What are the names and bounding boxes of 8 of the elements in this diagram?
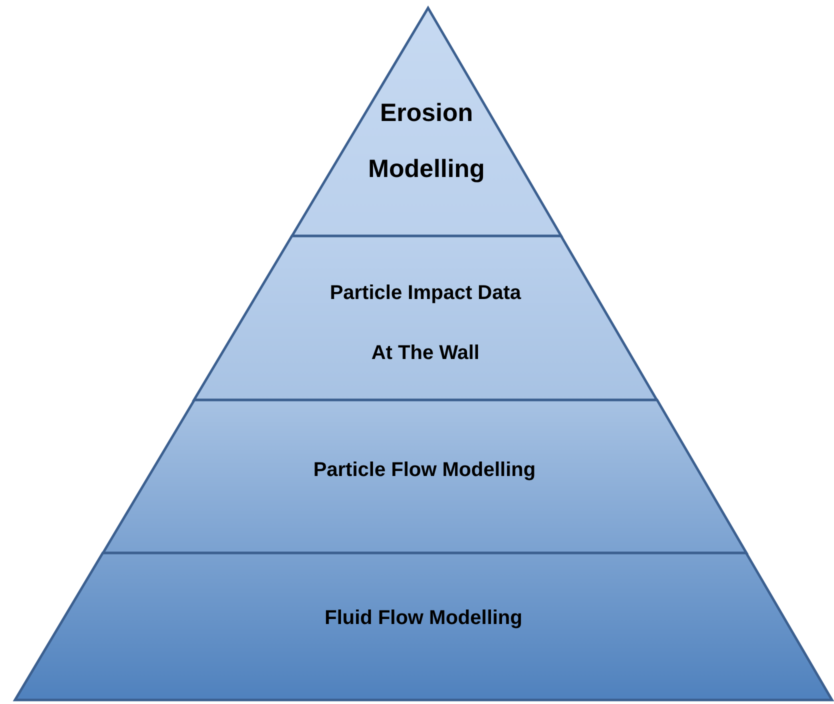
tier-label: Particle Flow Modelling — [312, 458, 537, 483]
pyramid-tier — [15, 553, 832, 700]
tier-label: Fluid Flow Modelling — [324, 606, 524, 631]
tier-label: Particle Impact Data At The Wall — [328, 281, 522, 366]
tier-label: Erosion Modelling — [367, 98, 486, 185]
pyramid-tier — [194, 236, 657, 400]
pyramid-apex — [292, 8, 562, 236]
pyramid-tier — [102, 400, 746, 553]
